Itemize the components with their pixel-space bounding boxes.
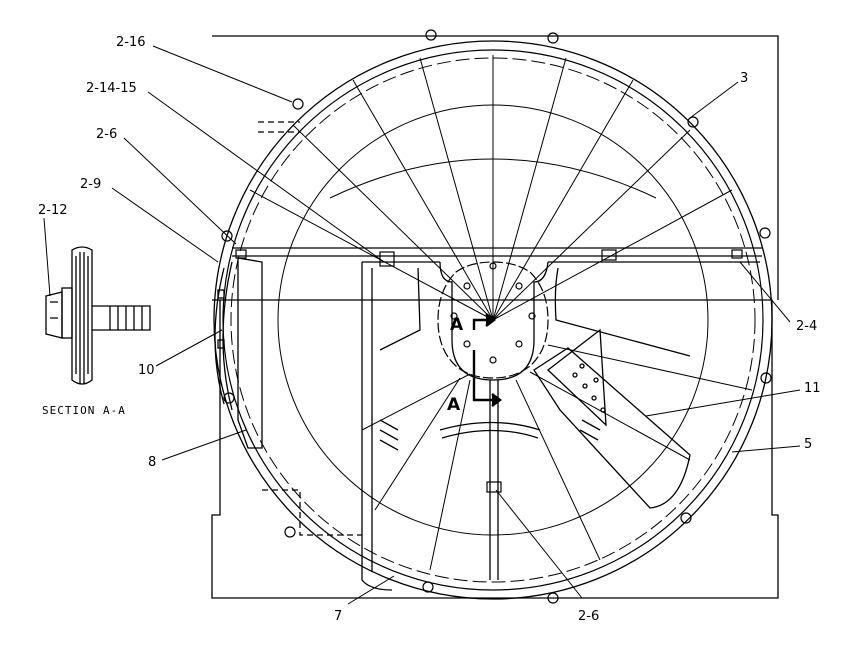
section-caption: SECTION A-A xyxy=(42,404,126,417)
inner-frame xyxy=(361,261,691,591)
guard-band xyxy=(232,247,762,263)
callout-5: 5 xyxy=(804,437,812,452)
callout-3: 3 xyxy=(740,71,748,86)
callout-2-6-bottom: 2-6 xyxy=(578,609,599,624)
callout-2-6-top: 2-6 xyxy=(96,127,117,142)
lower-guard-spokes xyxy=(361,344,753,571)
motor-hub xyxy=(437,261,549,379)
callout-10: 10 xyxy=(138,363,155,378)
upper-guard-spokes xyxy=(249,55,733,321)
strut-bolt xyxy=(486,481,502,493)
section-cut-markers xyxy=(472,313,502,407)
shroud-frame xyxy=(211,35,779,599)
callout-8: 8 xyxy=(148,455,156,470)
callout-7: 7 xyxy=(334,609,342,624)
mounting-lugs xyxy=(221,29,772,604)
leader-lines xyxy=(43,45,801,605)
fan-blade xyxy=(533,328,691,509)
callout-2-9: 2-9 xyxy=(80,177,101,192)
callout-11: 11 xyxy=(804,381,821,396)
band-bolts xyxy=(235,249,743,267)
left-bracket xyxy=(214,257,263,449)
section-mark-upper: A xyxy=(450,315,464,335)
section-aa-detail xyxy=(45,246,151,385)
callout-2-4: 2-4 xyxy=(796,319,817,334)
section-mark-lower: A xyxy=(447,395,461,415)
callout-2-14-15: 2-14-15 xyxy=(86,81,137,96)
callout-2-16: 2-16 xyxy=(116,35,146,50)
callout-2-12: 2-12 xyxy=(38,203,68,218)
